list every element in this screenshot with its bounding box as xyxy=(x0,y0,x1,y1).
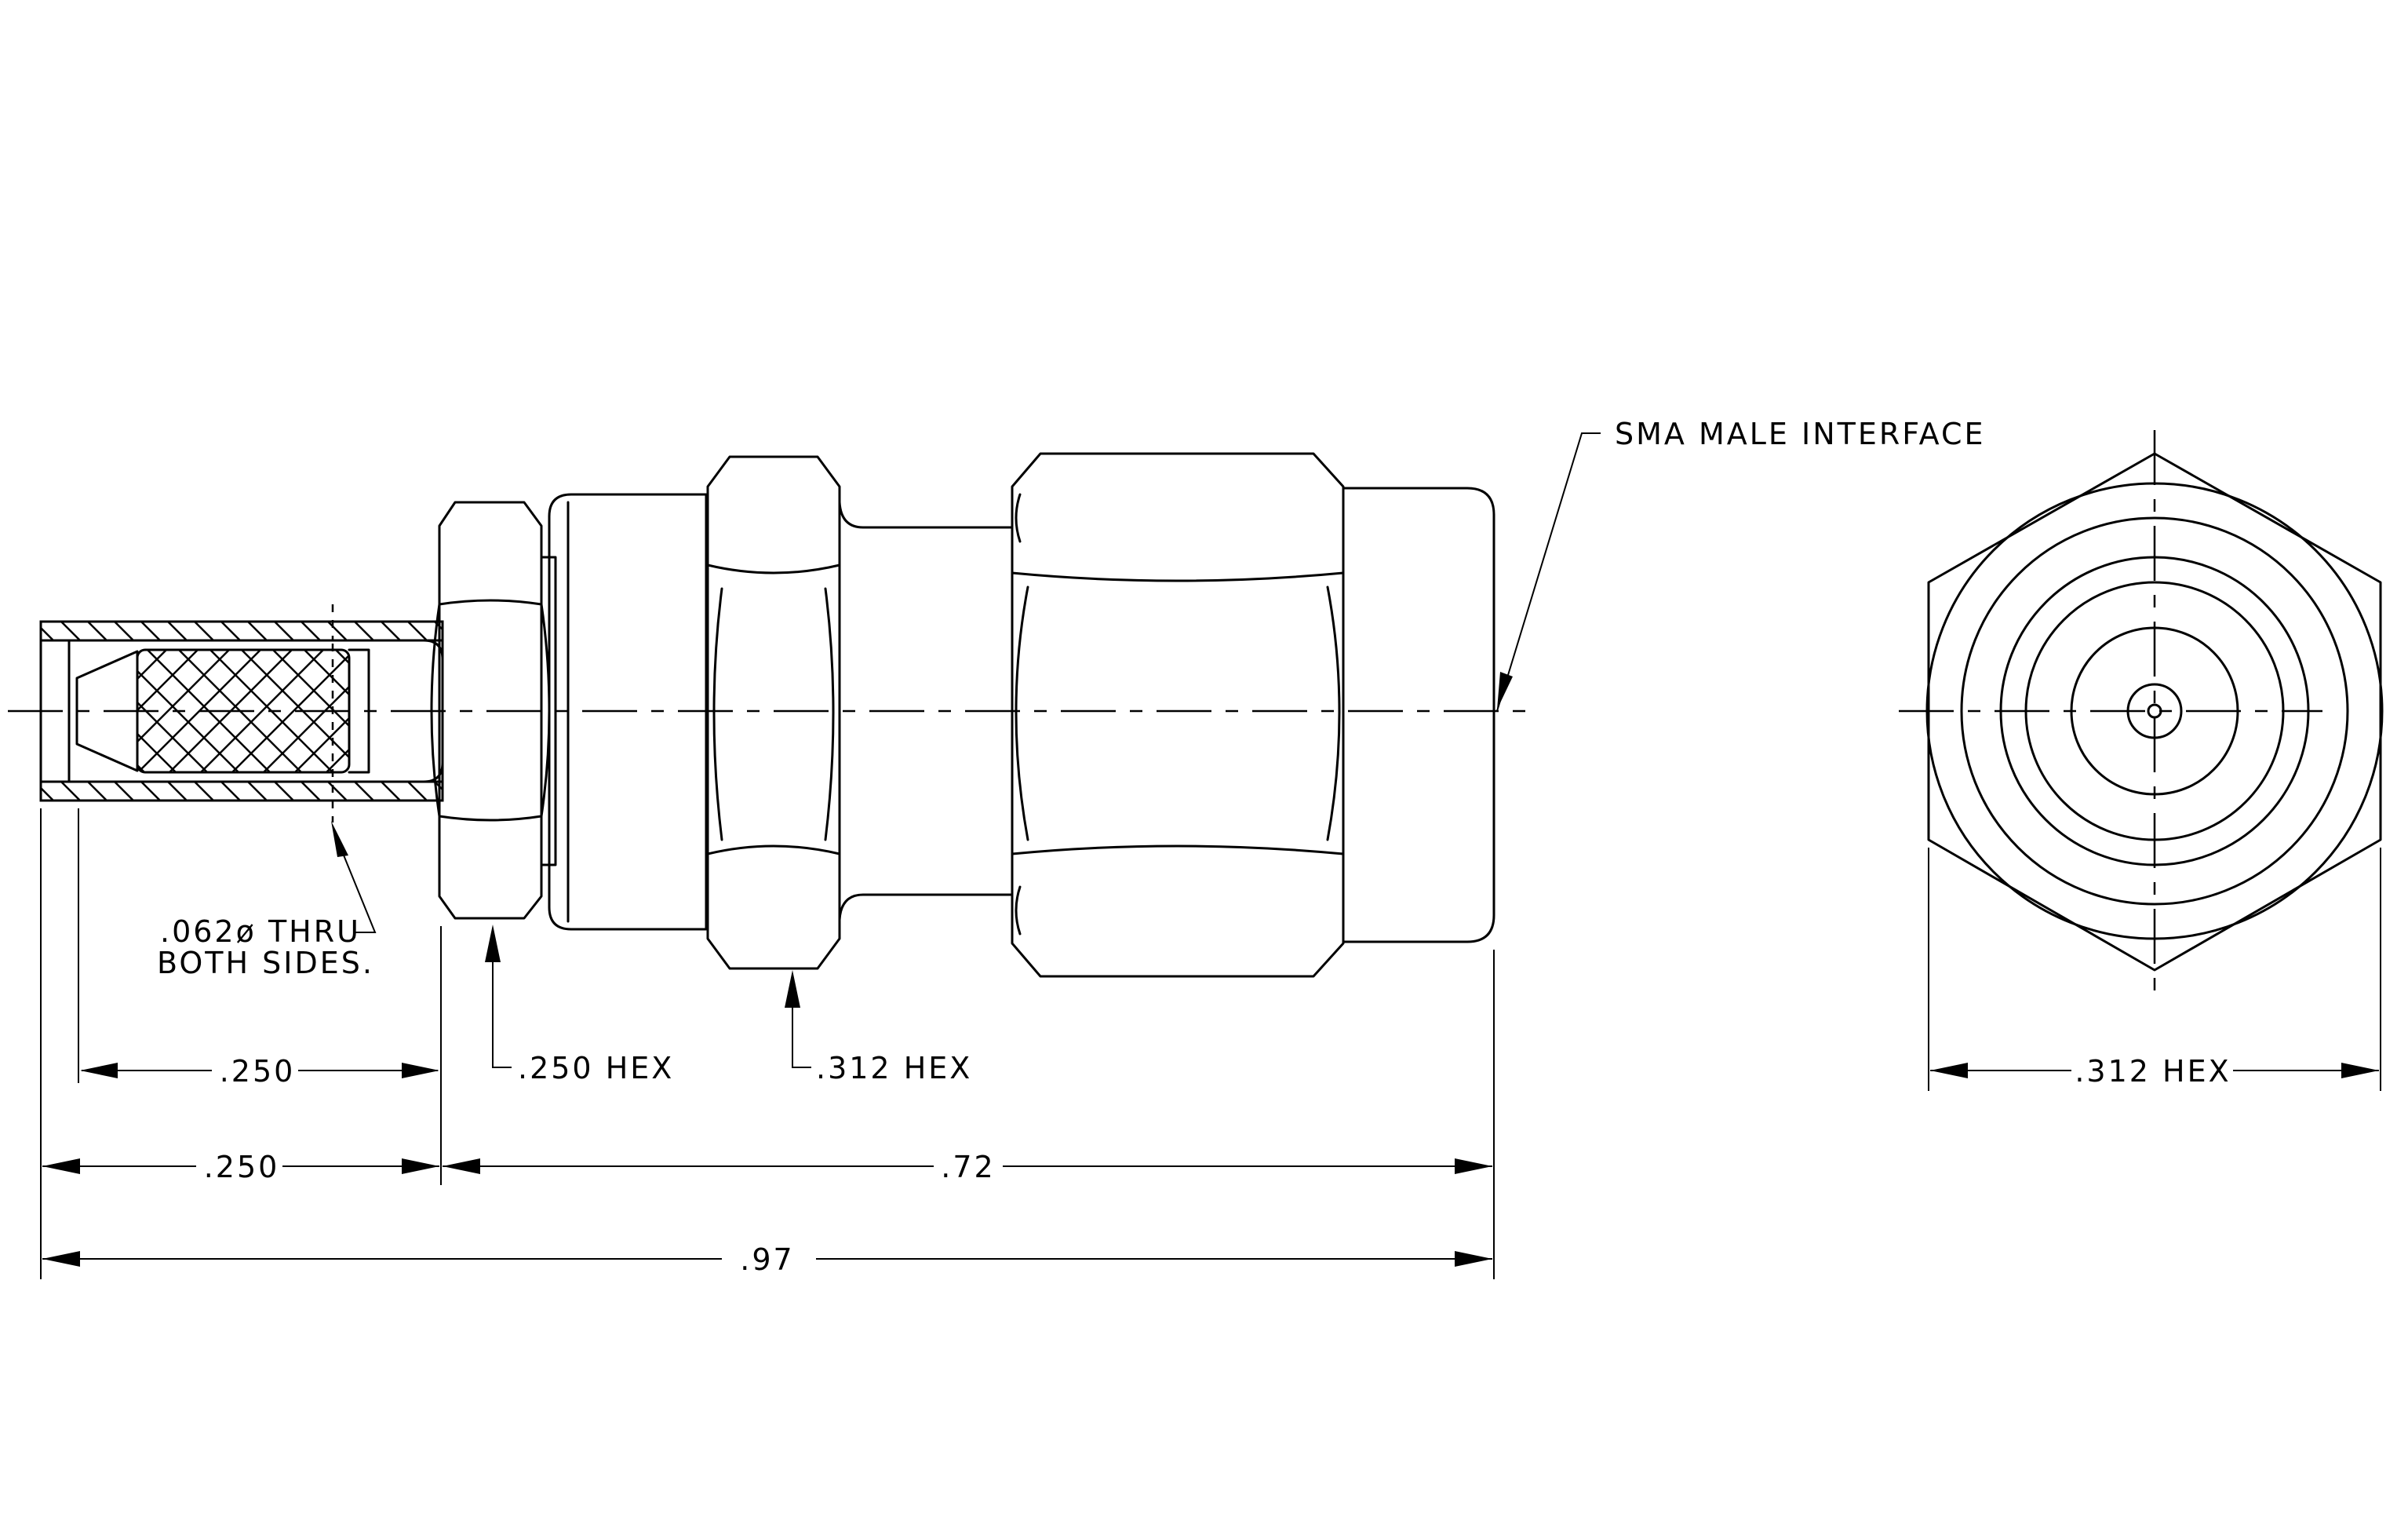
mid-hex-label: .312 HEX xyxy=(816,1051,972,1085)
hole-callout-line2: BOTH SIDES. xyxy=(157,946,374,980)
mid-hex-callout: .312 HEX xyxy=(785,970,972,1085)
coupling-body xyxy=(548,493,708,931)
end-view-pin-outer xyxy=(2126,683,2183,739)
hole-callout-line1: .062ø THRU xyxy=(160,914,361,949)
dim-overall-length: .97 xyxy=(42,1242,1492,1277)
dim-rear-length-value: .250 xyxy=(204,1150,280,1184)
dim-front-length-value: .72 xyxy=(941,1150,995,1184)
dim-front-length: .72 xyxy=(443,1150,1492,1184)
dim-ferrule-length-value: .250 xyxy=(220,1054,296,1089)
extension-lines xyxy=(40,808,1495,1279)
dim-overall-length-value: .97 xyxy=(740,1242,794,1277)
hole-callout: .062ø THRU BOTH SIDES. xyxy=(157,821,377,980)
coupling-nut xyxy=(1011,452,1345,978)
end-view-ring-4 xyxy=(2024,581,2285,841)
end-view-ring-3 xyxy=(1999,556,2310,866)
dim-end-hex-value: .312 HEX xyxy=(2075,1054,2231,1089)
neck xyxy=(838,501,1014,921)
crimp-ferrule xyxy=(39,604,444,823)
small-hex-label: .250 HEX xyxy=(518,1051,674,1085)
interface-callout: SMA MALE INTERFACE xyxy=(1496,417,1986,712)
dim-end-hex: .312 HEX xyxy=(1930,1054,2379,1089)
small-hex-callout: .250 HEX xyxy=(485,925,674,1085)
front-body xyxy=(1342,487,1495,943)
end-view-ring-1 xyxy=(1925,482,2384,940)
interface-label: SMA MALE INTERFACE xyxy=(1615,417,1986,451)
knurled-body xyxy=(136,648,351,774)
end-view: .312 HEX xyxy=(1899,430,2384,1091)
side-view: .062ø THRU BOTH SIDES. SMA MALE INTERFAC… xyxy=(8,417,1986,1279)
end-view-ring-2 xyxy=(1960,516,2349,906)
mid-hex-nut xyxy=(706,455,841,970)
end-view-hex xyxy=(1927,452,2382,972)
dim-rear-length: .250 xyxy=(42,1150,439,1184)
dim-ferrule-length: .250 xyxy=(80,1054,439,1089)
end-view-ring-5 xyxy=(2070,626,2239,796)
center-contact xyxy=(75,648,370,774)
end-view-pin-inner xyxy=(2147,703,2162,719)
